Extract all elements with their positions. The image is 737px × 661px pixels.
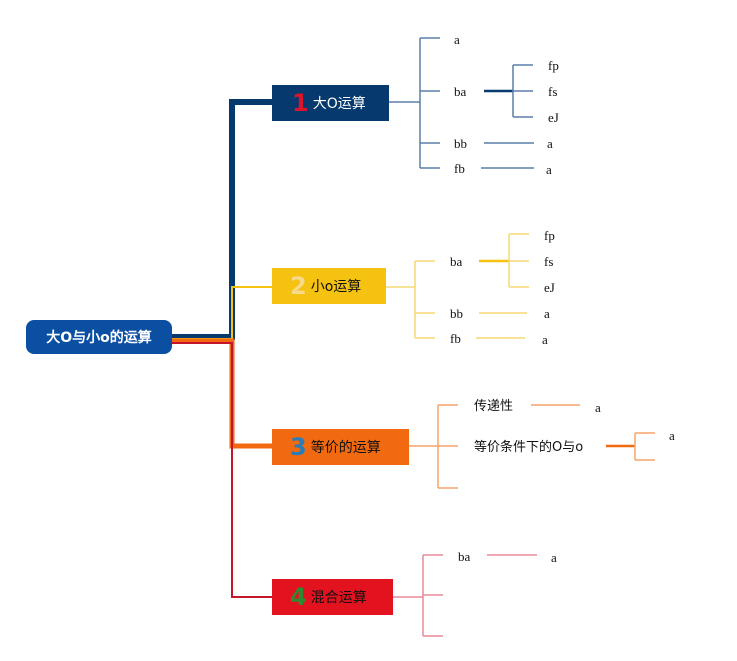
b2-child-2[interactable]: bb (450, 306, 463, 321)
b2-child-1[interactable]: ba (450, 254, 463, 269)
b1-child-1[interactable]: a (454, 32, 460, 47)
branch-1-label: 大O运算 (312, 96, 366, 112)
b4-c1-leaf-1[interactable]: a (551, 550, 557, 565)
b2-c1-leaf-3[interactable]: eJ (544, 280, 555, 295)
b3-c1-leaf-1[interactable]: a (595, 400, 601, 415)
b2-lines (386, 233, 529, 339)
branch-3-label: 等价的运算 (310, 440, 381, 456)
b4-lines (393, 554, 537, 637)
branch-1-node[interactable]: 1 大O运算 (272, 85, 389, 121)
branch-2-label: 小o运算 (310, 279, 362, 295)
branch-3-number: 3 (290, 433, 307, 461)
root-node[interactable]: 大O与小o的运算 (26, 320, 172, 354)
connector-root-b3 (172, 338, 272, 449)
b2-c3-leaf-1[interactable]: a (542, 332, 548, 347)
b1-child-2[interactable]: ba (454, 84, 467, 99)
b2-child-3[interactable]: fb (450, 331, 461, 346)
branch-4-label: 混合运算 (310, 590, 367, 606)
b1-c2-leaf-1[interactable]: fp (548, 58, 559, 73)
b3-child-1[interactable]: 传递性 (474, 399, 514, 414)
branch-2-node[interactable]: 2 小o运算 (272, 268, 386, 304)
branch-4-number: 4 (290, 583, 307, 611)
b1-child-4[interactable]: fb (454, 161, 465, 176)
connector-root-b2 (172, 286, 272, 340)
root-label: 大O与小o的运算 (46, 330, 152, 346)
branch-3-node[interactable]: 3 等价的运算 (272, 429, 409, 465)
b2-c2-leaf-1[interactable]: a (544, 306, 550, 321)
b1-child-3[interactable]: bb (454, 136, 467, 151)
b1-lines (389, 37, 534, 169)
branch-4-node[interactable]: 4 混合运算 (272, 579, 393, 615)
b2-c1-leaf-2[interactable]: fs (544, 254, 554, 269)
b3-lines (409, 404, 655, 489)
b2-c1-leaf-1[interactable]: fp (544, 228, 555, 243)
branch-1-number: 1 (292, 89, 309, 117)
connector-root-b4 (172, 342, 272, 598)
b1-c2-leaf-2[interactable]: fs (548, 84, 558, 99)
connector-root-b1 (172, 99, 272, 340)
b3-child-2[interactable]: 等价条件下的O与o (474, 440, 584, 455)
branch-2-number: 2 (290, 272, 307, 300)
b1-c4-leaf-1[interactable]: a (546, 162, 552, 177)
b1-c2-leaf-3[interactable]: eJ (548, 110, 559, 125)
b3-c2-leaf-1[interactable]: a (669, 428, 675, 443)
b4-child-1[interactable]: ba (458, 549, 471, 564)
b1-c3-leaf-1[interactable]: a (547, 136, 553, 151)
